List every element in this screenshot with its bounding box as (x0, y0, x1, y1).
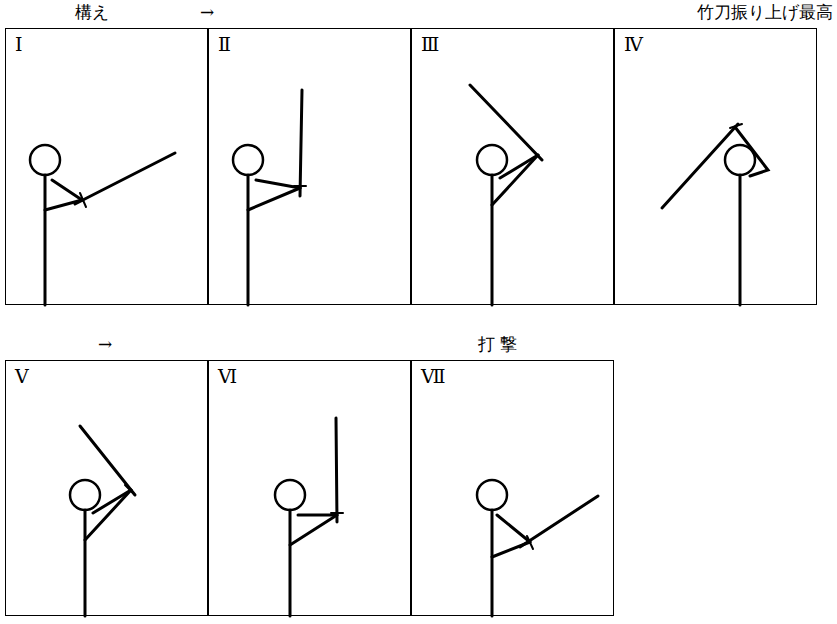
figure-swing-down (70, 426, 135, 616)
panel-number: Ⅱ (218, 35, 231, 54)
panel-number: Ⅵ (218, 367, 237, 386)
panel-number: Ⅴ (15, 367, 29, 386)
sequence-panel: Ⅵ (208, 360, 411, 616)
figure-raise-high (470, 85, 542, 305)
sequence-panel: Ⅶ (411, 360, 614, 616)
figure-top (662, 124, 768, 305)
figure-kamae (30, 145, 175, 305)
sequence-arrow: → (200, 4, 214, 21)
phase-label: 竹刀振り上げ最高 (697, 4, 833, 21)
panel-number: Ⅶ (421, 367, 446, 386)
panel-number: Ⅲ (421, 35, 439, 54)
phase-label: 打 撃 (478, 336, 517, 353)
phase-label: 構え (75, 4, 109, 21)
figure-strike (477, 480, 598, 616)
figure-swing-vertical (275, 418, 343, 616)
panel-number: Ⅰ (15, 35, 23, 54)
sequence-panel: Ⅳ (614, 28, 817, 305)
figure-raise (233, 90, 306, 305)
sequence-panel: Ⅱ (208, 28, 411, 305)
panel-number: Ⅳ (624, 35, 643, 54)
sequence-arrow: → (98, 336, 112, 353)
sequence-panel: Ⅲ (411, 28, 614, 305)
sequence-panel: Ⅰ (5, 28, 208, 305)
sequence-panel: Ⅴ (5, 360, 208, 616)
